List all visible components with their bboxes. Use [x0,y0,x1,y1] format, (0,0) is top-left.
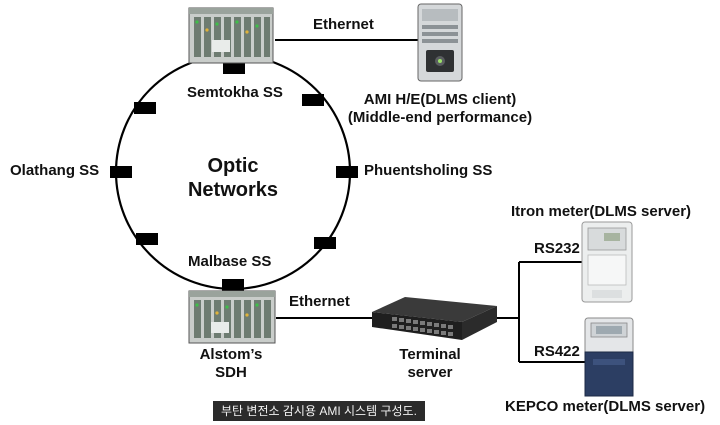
ring-title-line1: Optic [207,155,259,177]
terminal-server-icon [372,297,497,340]
node-label-olathang: Olathang SS [10,162,100,179]
terminal-label-line1: Terminal [399,346,461,363]
node-label-phuentsholing: Phuentsholing SS [364,162,493,179]
itron-meter-label: Itron meter(DLMS server) [511,203,692,220]
head-end-label-line1: AMI H/E(DLMS client) [363,91,517,108]
terminal-label-line2: server [407,364,453,381]
ring-node-bottom [222,279,244,291]
sdh-rack-bottom-icon [188,290,276,344]
kepco-meter-icon [584,317,634,397]
ring-node-upper-left [134,102,156,114]
rs422-label: RS422 [534,343,580,360]
ring-node-lower-right [314,237,336,249]
figure-caption: 부탄 변전소 감시용 AMI 시스템 구성도. [213,401,425,421]
sdh-label-line2: SDH [215,364,247,381]
bottom-ethernet-label: Ethernet [289,293,350,310]
sdh-rack-top-icon [188,7,274,64]
head-end-label-line2: (Middle-end performance) [347,109,533,126]
kepco-meter-label: KEPCO meter(DLMS server) [505,398,706,415]
ring-node-upper-right [302,94,324,106]
ring-node-right [336,166,358,178]
rs232-label: RS232 [534,240,580,257]
ring-nodes [110,62,358,291]
node-label-malbase: Malbase SS [188,253,272,270]
sdh-label-line1: Alstom’s [199,346,263,363]
itron-meter-icon [581,221,633,303]
connection-lines [275,39,585,363]
node-label-semtokha: Semtokha SS [187,84,283,101]
top-ethernet-label: Ethernet [313,16,374,33]
server-tower-icon [417,3,463,82]
ring-node-top [223,62,245,74]
ring-node-left [110,166,132,178]
ring-node-lower-left [136,233,158,245]
ring-title-line2: Networks [187,179,279,201]
